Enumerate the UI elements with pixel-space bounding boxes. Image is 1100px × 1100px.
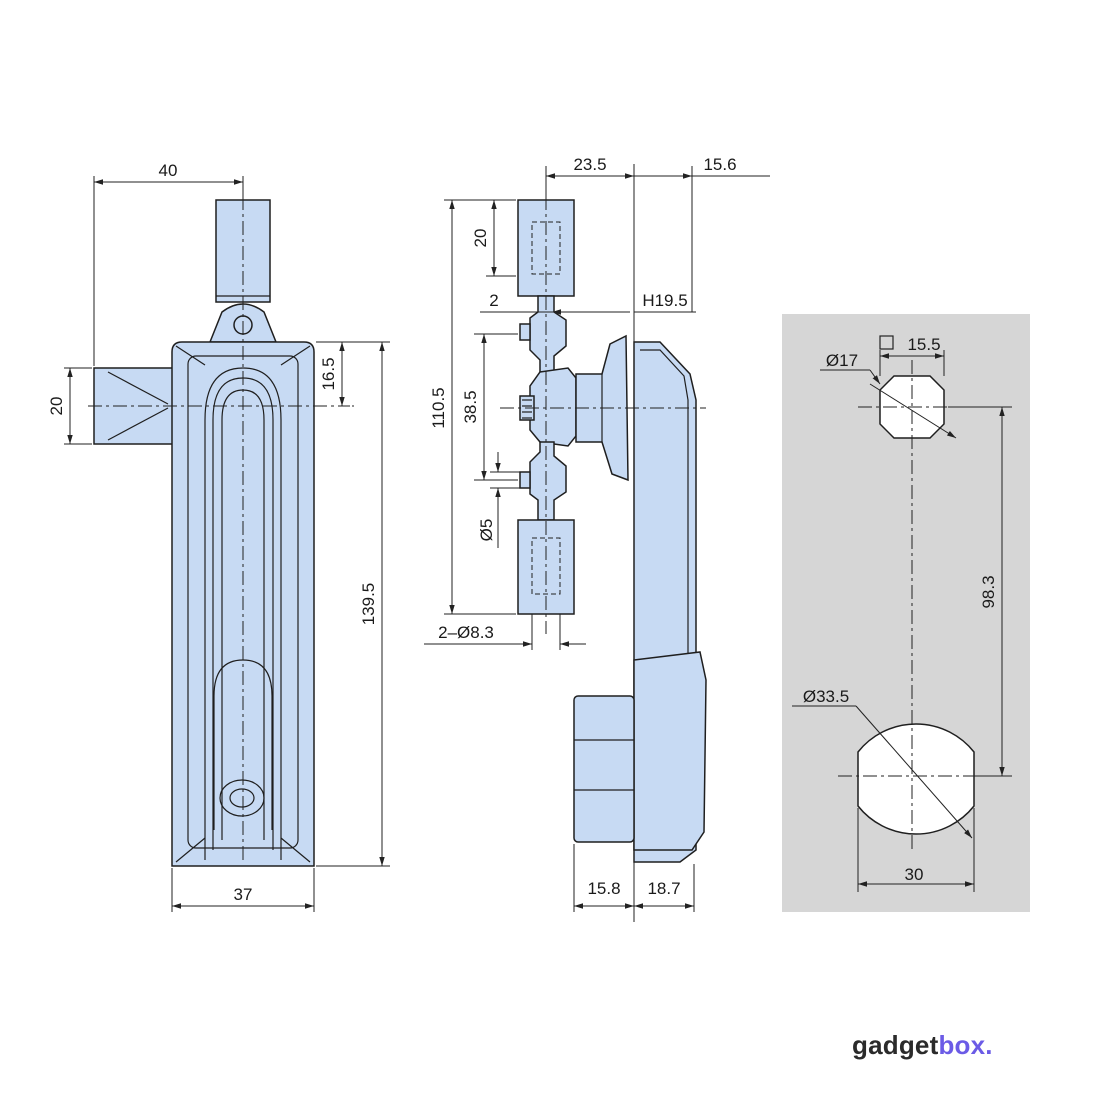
dim-mid-height: 38.5 <box>461 390 480 423</box>
dim-gap: 2 <box>489 291 498 310</box>
dim-large-width: 30 <box>905 865 924 884</box>
center-hub <box>529 367 577 447</box>
upper-link <box>529 295 567 373</box>
dim-square: 15.5 <box>907 335 940 354</box>
front-view: 40 20 16.5 139.5 37 <box>47 161 390 912</box>
square-symbol-icon <box>879 335 894 350</box>
dim-small-diameter: Ø17 <box>826 351 858 370</box>
dim-width-top: 40 <box>159 161 178 180</box>
dim-large-diameter: Ø33.5 <box>803 687 849 706</box>
panel-cutout-view: Ø17 15.5 98.3 Ø33.5 30 <box>782 314 1030 912</box>
side-view: 23.5 15.6 20 2 H19.5 110.5 38.5 Ø5 2–Ø8.… <box>424 155 770 922</box>
dim-handle-label: H19.5 <box>642 291 687 310</box>
brand-name-accent: box. <box>938 1030 993 1060</box>
dim-overall-height: 110.5 <box>429 387 448 428</box>
dim-center-distance: 98.3 <box>979 575 998 608</box>
dim-body-width: 37 <box>234 885 253 904</box>
housing-lower <box>633 651 707 851</box>
dim-screw-diameter: Ø5 <box>477 519 496 542</box>
lower-link <box>529 441 567 521</box>
dim-base-left: 15.8 <box>587 879 620 898</box>
lock-emblem <box>219 779 265 817</box>
dim-handle-height: 20 <box>471 229 490 248</box>
lock-cylinder <box>573 695 635 843</box>
large-cutout <box>857 723 975 835</box>
brand-logo: gadgetbox. <box>852 1030 993 1061</box>
dim-base-right: 18.7 <box>647 879 680 898</box>
dim-top-offset: 23.5 <box>573 155 606 174</box>
handle-slot <box>204 367 282 860</box>
dim-rod-diameter: 2–Ø8.3 <box>438 623 494 642</box>
dim-side-bar-offset: 16.5 <box>319 357 338 390</box>
dim-total-height: 139.5 <box>359 583 378 626</box>
upper-screw <box>519 323 531 341</box>
dim-right-offset: 15.6 <box>703 155 736 174</box>
lower-screw <box>519 471 531 489</box>
brand-name-dark: gadget <box>852 1030 939 1060</box>
dim-side-bar-height: 20 <box>47 397 66 416</box>
